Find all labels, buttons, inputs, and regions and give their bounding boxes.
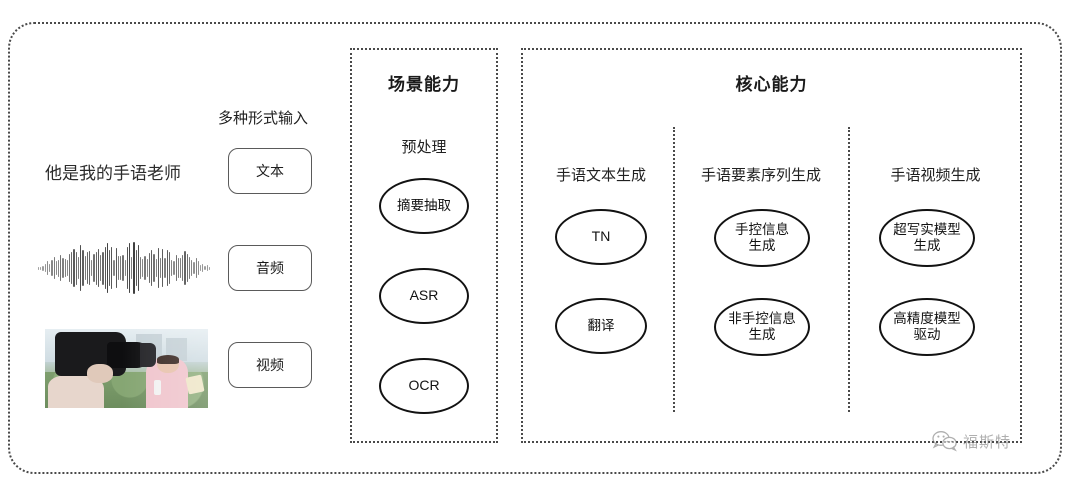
modality-button-text[interactable]: 文本 xyxy=(228,148,312,194)
scene-node-0-2[interactable]: OCR xyxy=(379,358,469,414)
input-section-heading: 多种形式输入 xyxy=(218,110,309,127)
watermark: 福斯特 xyxy=(932,430,1011,452)
core-node-0-1[interactable]: 翻译 xyxy=(555,298,647,354)
outer-frame xyxy=(8,22,1062,474)
core-node-1-1[interactable]: 非手控信息 生成 xyxy=(714,298,810,356)
wechat-icon xyxy=(932,431,957,452)
core-panel-title: 核心能力 xyxy=(735,75,808,94)
core-node-1-0[interactable]: 手控信息 生成 xyxy=(714,209,810,267)
modality-button-video[interactable]: 视频 xyxy=(228,342,312,388)
scene-node-0-1[interactable]: ASR xyxy=(379,268,469,324)
video-thumbnail-icon xyxy=(45,329,208,408)
scene-node-0-0[interactable]: 摘要抽取 xyxy=(379,178,469,234)
core-node-2-0[interactable]: 超写实模型 生成 xyxy=(879,209,975,267)
waveform-icon xyxy=(37,240,211,296)
scene-panel-title: 场景能力 xyxy=(388,75,460,94)
core-column-heading-2: 手语视频生成 xyxy=(890,167,981,184)
core-column-divider-1 xyxy=(673,127,675,412)
scene-capability-panel: 场景能力 预处理 摘要抽取 ASR OCR xyxy=(350,48,498,443)
core-capability-panel: 核心能力 手语文本生成 TN 翻译 手语要素序列生成 手控信息 生成 非手控信息… xyxy=(521,48,1022,443)
core-column-heading-1: 手语要素序列生成 xyxy=(700,167,821,184)
core-column-divider-2 xyxy=(848,127,850,412)
core-column-heading-0: 手语文本生成 xyxy=(555,167,646,184)
core-node-0-0[interactable]: TN xyxy=(555,209,647,265)
modality-button-audio[interactable]: 音频 xyxy=(228,245,312,291)
watermark-label: 福斯特 xyxy=(963,433,1012,451)
core-node-2-1[interactable]: 高精度模型 驱动 xyxy=(879,298,975,356)
sample-text: 他是我的手语老师 xyxy=(45,164,181,183)
scene-column-heading-0: 预处理 xyxy=(401,139,447,156)
